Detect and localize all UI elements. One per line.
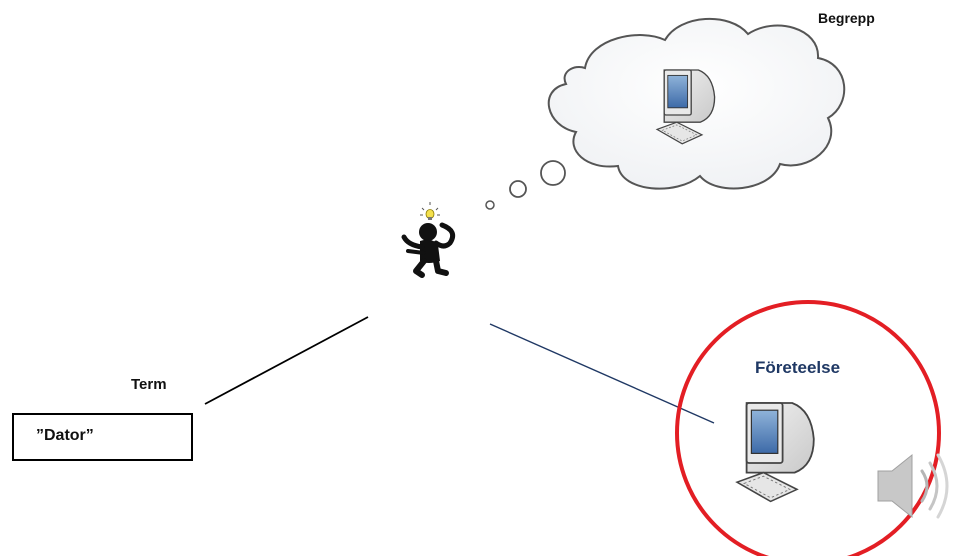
thought-bubble-medium [509, 180, 527, 198]
connector-person-to-phenomenon [489, 323, 715, 424]
term-value: ”Dator” [36, 427, 94, 444]
thought-bubble-large [540, 160, 566, 186]
phenomenon-highlight-circle [675, 300, 941, 556]
computer-icon [736, 402, 815, 503]
thinking-person-icon [401, 202, 456, 278]
lightbulb-icon [420, 202, 440, 220]
thought-bubble-small [485, 200, 495, 210]
term-box: ”Dator” [12, 413, 193, 461]
concept-label: Begrepp [818, 10, 875, 26]
phenomenon-label: Företeelse [755, 358, 841, 377]
connector-person-to-term [204, 316, 369, 405]
speaker-icon[interactable] [877, 453, 949, 519]
term-label: Term [131, 376, 167, 393]
